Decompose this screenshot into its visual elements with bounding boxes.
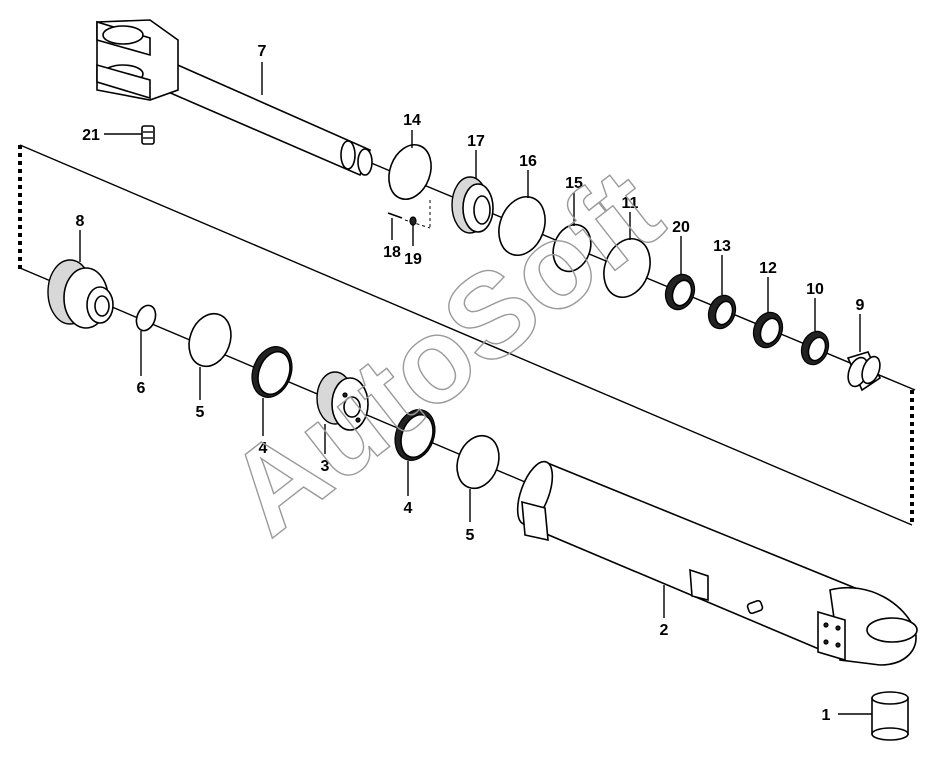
seal-ring-11-part (603, 238, 651, 298)
callout-1: 1 (822, 707, 831, 724)
ring-15-part (552, 223, 592, 273)
piston-3-part (316, 371, 369, 431)
callout-10: 10 (806, 281, 824, 298)
seal-10-part (800, 330, 830, 366)
callout-5-left: 5 (196, 404, 205, 421)
pin-part (387, 212, 403, 219)
seal-4-right-part (394, 409, 436, 461)
callout-2: 2 (660, 622, 669, 639)
callout-9: 9 (856, 297, 865, 314)
callout-15: 15 (565, 175, 583, 192)
ring-5-right-part (456, 434, 500, 490)
callout-8: 8 (76, 213, 85, 230)
callout-7: 7 (258, 43, 267, 60)
callout-14: 14 (403, 112, 421, 129)
ring-5-left-part (188, 312, 232, 368)
callout-19: 19 (404, 251, 422, 268)
callout-5-right: 5 (466, 527, 475, 544)
callout-4-right: 4 (404, 500, 413, 517)
retaining-ring-part (388, 144, 432, 200)
wiper-20-part (664, 273, 696, 311)
callout-16: 16 (519, 153, 537, 170)
callout-17: 17 (467, 133, 485, 150)
callout-11: 11 (622, 195, 639, 212)
callout-13: 13 (713, 238, 731, 255)
ball-part (409, 216, 417, 226)
pin-guide-line (404, 219, 431, 229)
connecting-axis (19, 144, 913, 526)
seal-4-left-part (251, 346, 293, 398)
callout-20: 20 (672, 219, 690, 236)
bushing-9-part (846, 351, 882, 392)
callout-12: 12 (759, 260, 777, 277)
grease-nipple-part (141, 125, 155, 145)
o-ring-6-part (135, 304, 157, 332)
cylinder-head-part (451, 176, 494, 234)
callout-18: 18 (383, 244, 401, 261)
piston-head-8-part (47, 259, 114, 329)
cylinder-barrel-part (516, 460, 918, 666)
callout-4-left: 4 (259, 440, 268, 457)
callout-6: 6 (137, 380, 146, 397)
piston-rod-part (96, 19, 373, 177)
callout-3: 3 (321, 458, 330, 475)
callout-21: 21 (82, 127, 100, 144)
o-ring-16-part (498, 196, 546, 256)
bushing-1-part (871, 691, 909, 741)
seal-13-part (707, 294, 737, 330)
seal-12-part (752, 311, 784, 349)
